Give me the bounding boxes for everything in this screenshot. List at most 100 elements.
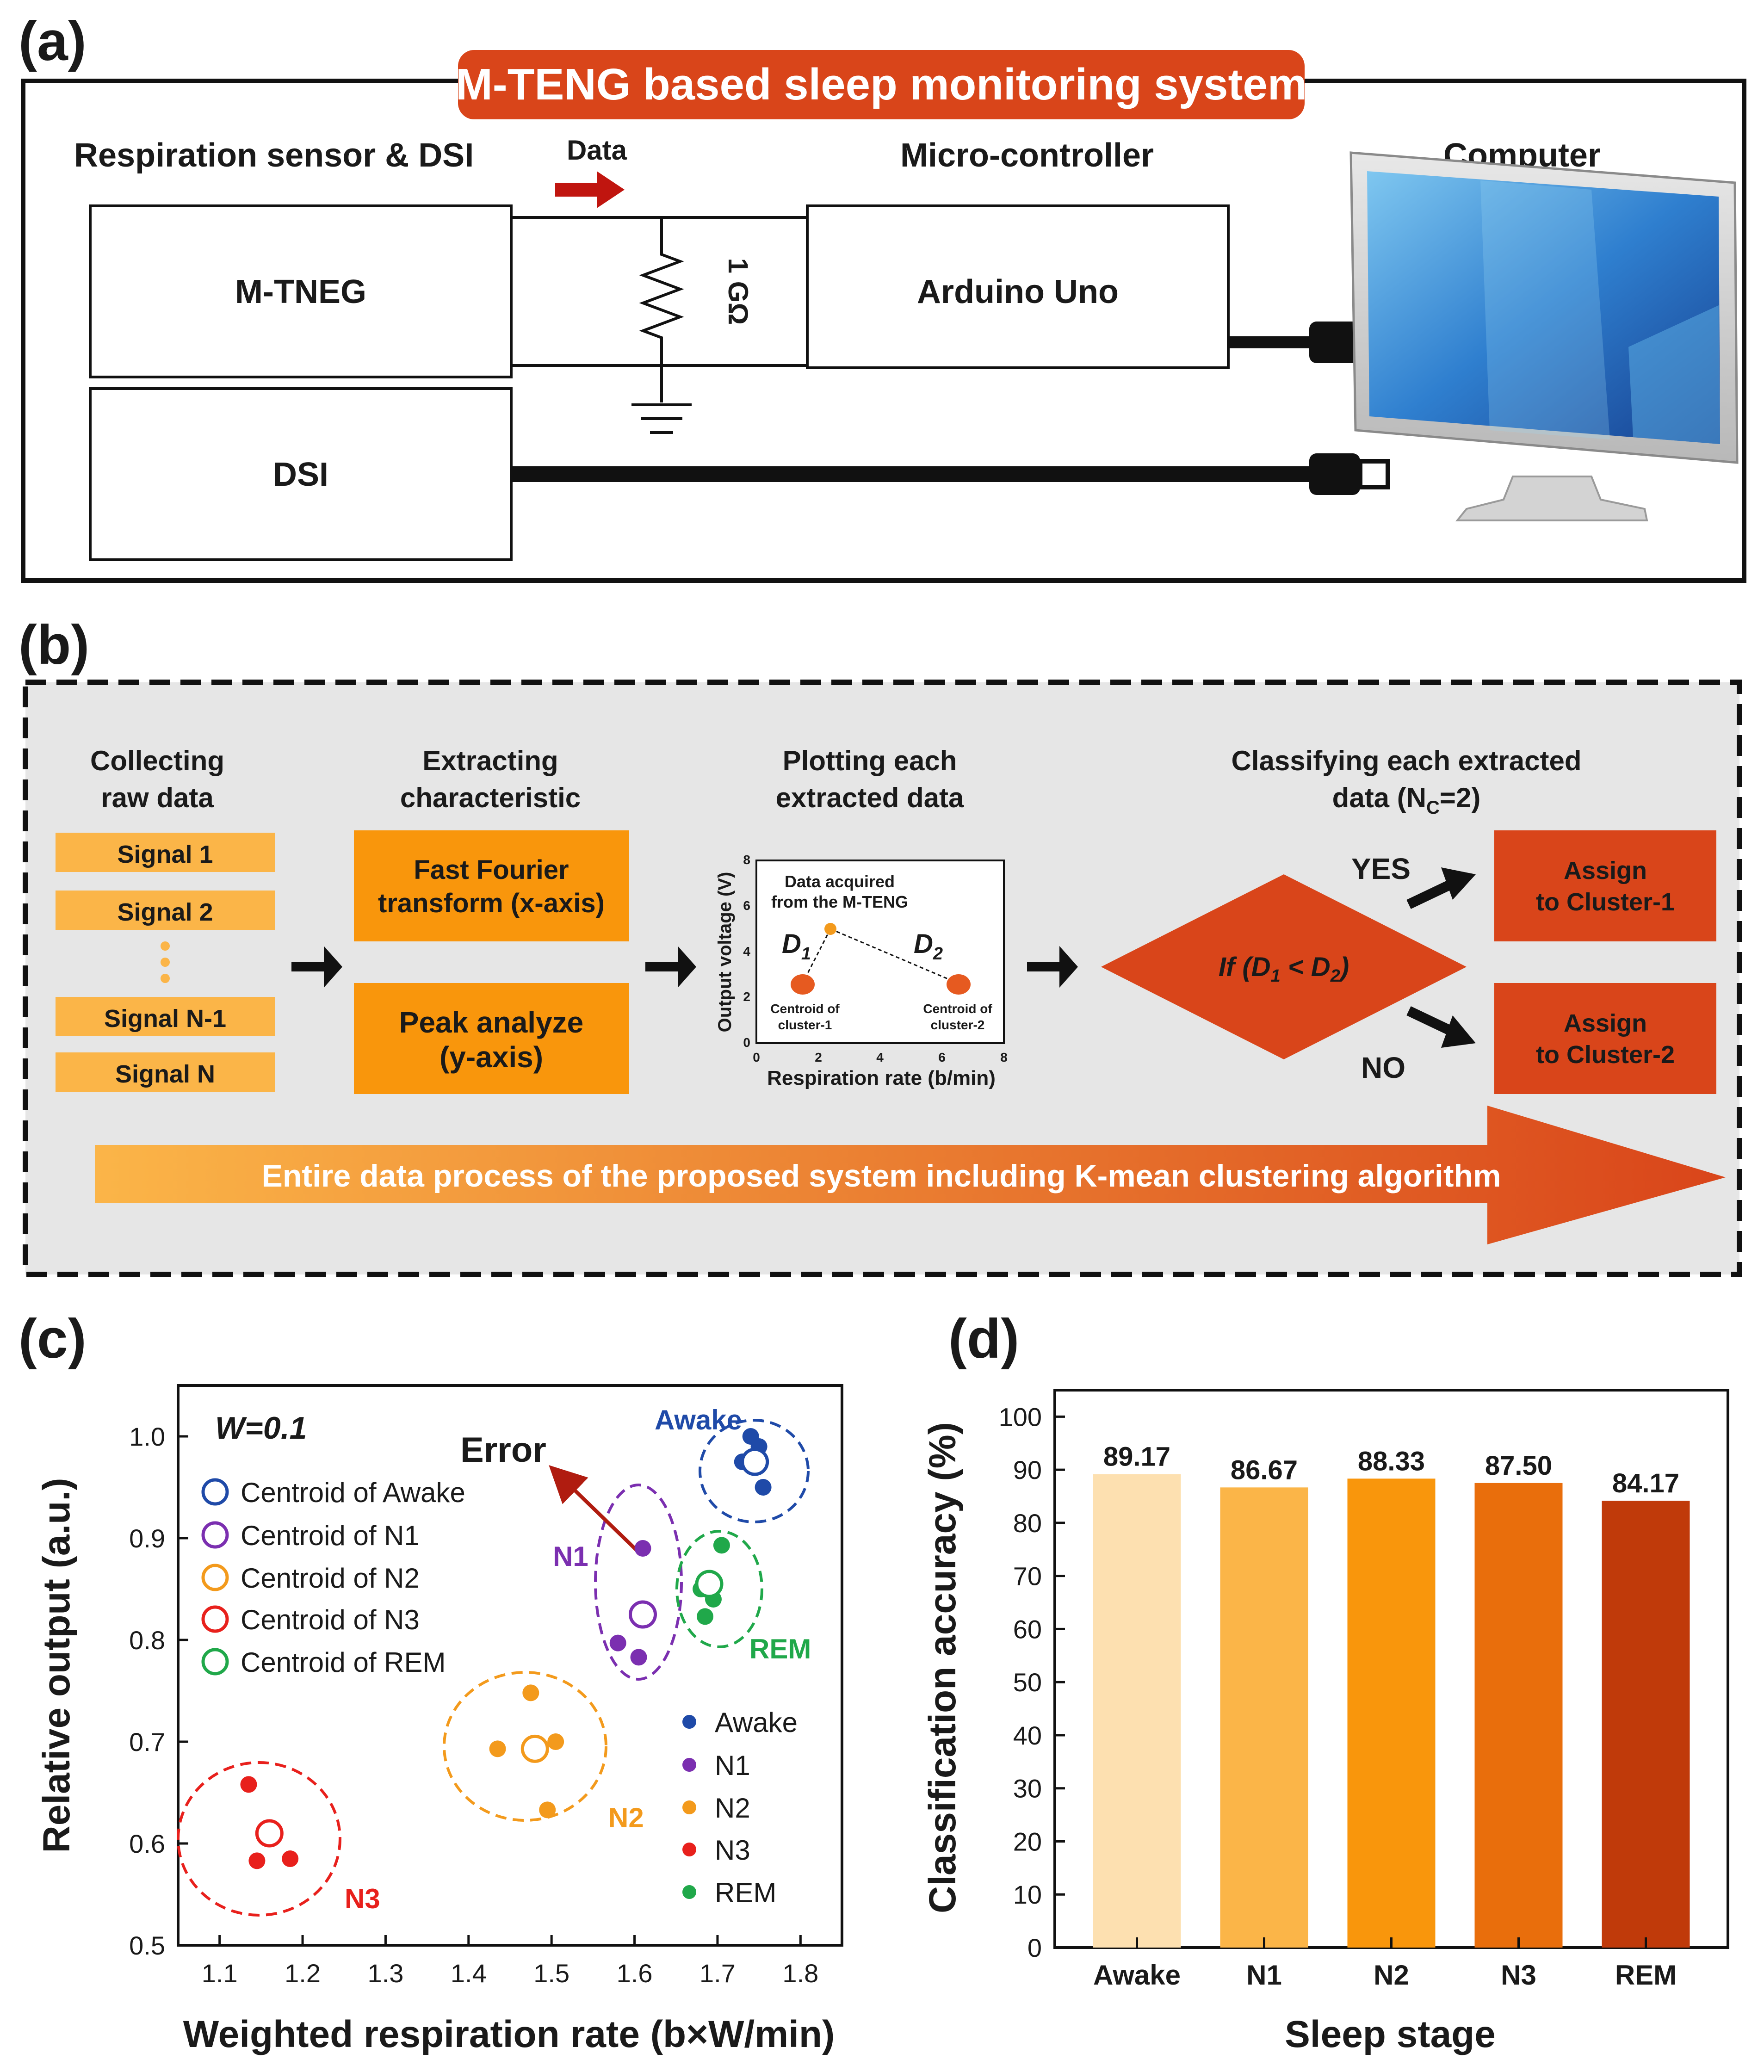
cluster-label-rem: REM <box>749 1633 811 1664</box>
centroid-rem <box>695 1570 724 1598</box>
centroid-awake <box>741 1447 769 1476</box>
x-tick-label: 1.1 <box>202 1959 238 1988</box>
dsi-label: DSI <box>273 456 328 493</box>
bar-n3 <box>1474 1483 1563 1948</box>
x-tick-label: N3 <box>1501 1960 1536 1991</box>
mini-plot-xlabel: Respiration rate (b/min) <box>767 1067 996 1089</box>
bar-n1 <box>1220 1487 1308 1948</box>
sensor-section-label: Respiration sensor & DSI <box>74 137 474 174</box>
y-tick-label: 0.8 <box>129 1626 165 1655</box>
cluster1-line2: to Cluster-1 <box>1536 888 1675 916</box>
mteng-label: M-TNEG <box>235 273 366 310</box>
centroid-legend: Centroid of Awake Centroid of N1 Centroi… <box>201 1477 465 1678</box>
signal-label: Signal N <box>115 1060 215 1088</box>
n2-cluster-outline <box>443 1671 607 1822</box>
system-title: M-TENG based sleep monitoring system <box>456 60 1307 109</box>
mini-plot-note-line2: from the M-TENG <box>771 892 908 911</box>
mini-plot: Output voltage (V) Respiration rate (b/m… <box>715 853 1008 1089</box>
y-tick-label: 100 <box>999 1402 1042 1431</box>
peak-line2: (y-axis) <box>439 1040 543 1074</box>
cluster1-centroid <box>791 974 815 995</box>
scatter-point-n3 <box>248 1852 266 1869</box>
y-tick-label: 0.5 <box>129 1931 165 1960</box>
cluster1-line1: Assign <box>1564 857 1647 884</box>
decision-condition: If (D1 < D2) <box>1219 952 1349 986</box>
x-tick-label: 1.6 <box>617 1959 653 1988</box>
cluster2-caption-line1: Centroid of <box>923 1002 992 1016</box>
resistor-label: 1 GΩ <box>723 258 754 325</box>
scatter-point-n2 <box>522 1684 539 1701</box>
data-arrow-icon <box>555 171 625 208</box>
bar-value-label: 84.17 <box>1612 1468 1679 1498</box>
cluster1-caption-line1: Centroid of <box>770 1002 840 1016</box>
svg-text:8: 8 <box>1000 1050 1008 1064</box>
panel-a-label: (a) <box>19 10 87 72</box>
legend-label: Centroid of N2 <box>241 1563 420 1594</box>
y-tick-label: 0.6 <box>129 1829 165 1858</box>
cluster1-caption-line2: cluster-1 <box>778 1018 832 1032</box>
flow-arrow-icon <box>1027 946 1078 988</box>
scatter-xlabel: Weighted respiration rate (b×W/min) <box>183 2013 835 2055</box>
y-tick-label: 30 <box>1013 1774 1042 1803</box>
scatter-point-n1 <box>630 1649 647 1666</box>
no-label: NO <box>1361 1051 1405 1084</box>
panel-b-label: (b) <box>19 614 89 676</box>
legend-marker <box>201 1521 229 1549</box>
n1-cluster-outline <box>594 1484 683 1681</box>
mini-plot-yticks: 0 2 4 6 8 <box>743 853 750 1050</box>
x-tick-label: Awake <box>1093 1960 1181 1991</box>
d2-label: D2 <box>914 929 943 964</box>
error-label: Error <box>460 1430 546 1470</box>
w-label: W=0.1 <box>215 1410 307 1446</box>
y-tick-label: 0.7 <box>129 1727 165 1757</box>
panel-a: (a) M-TENG based sleep monitoring system… <box>19 10 1746 583</box>
cluster-label-n2: N2 <box>608 1802 644 1833</box>
scatter-ylabel: Relative output (a.u.) <box>36 1478 78 1853</box>
data-label: Data <box>567 135 627 166</box>
scatter-point-rem <box>713 1537 730 1554</box>
signal-box <box>56 1052 275 1092</box>
step2-title-line1: Extracting <box>422 745 558 776</box>
x-tick-label: 1.5 <box>533 1959 569 1988</box>
decision-diamond <box>1101 874 1467 1059</box>
legend-label: N1 <box>715 1750 750 1781</box>
signal-box <box>56 997 275 1036</box>
flow-arrow-icon <box>291 946 342 988</box>
ellipsis-dots <box>161 941 170 983</box>
scatter-frame <box>177 1384 843 1947</box>
x-tick-label: 1.2 <box>285 1959 321 1988</box>
flow-arrow-icon <box>645 946 696 988</box>
mini-plot-ylabel: Output voltage (V) <box>715 872 735 1033</box>
svg-text:6: 6 <box>938 1050 946 1064</box>
legend-marker <box>201 1605 229 1633</box>
peak-line1: Peak analyze <box>399 1006 584 1039</box>
bar-value-label: 86.67 <box>1231 1455 1298 1485</box>
cluster-label-n3: N3 <box>345 1883 380 1914</box>
signal-label: Signal 2 <box>117 898 213 926</box>
legend-dot <box>682 1843 696 1856</box>
y-tick-label: 1.0 <box>129 1422 165 1451</box>
points-legend: Awake N1 N2 N3 REM <box>682 1707 798 1908</box>
legend-label: Awake <box>715 1707 798 1738</box>
legend-label: Centroid of N3 <box>241 1604 420 1635</box>
bar-n2 <box>1347 1478 1436 1948</box>
arduino-box <box>806 204 1230 369</box>
x-tick-label: N1 <box>1246 1960 1282 1991</box>
usb-plug-icon <box>1309 453 1390 495</box>
legend-label: Centroid of REM <box>241 1647 446 1678</box>
distance-d2-line <box>830 928 958 984</box>
n3-cluster-outline <box>177 1761 341 1917</box>
fft-box <box>354 830 629 941</box>
yes-arrow-icon <box>1441 867 1476 900</box>
fft-line1: Fast Fourier <box>414 855 569 885</box>
legend-label: Centroid of Awake <box>241 1477 465 1508</box>
bar-awake <box>1093 1474 1181 1948</box>
scatter-point-n3 <box>282 1850 299 1867</box>
controller-section-label: Micro-controller <box>900 137 1154 174</box>
centroid-n1 <box>629 1600 657 1629</box>
y-tick-label: 60 <box>1013 1614 1042 1644</box>
svg-text:4: 4 <box>743 944 750 959</box>
svg-text:4: 4 <box>876 1050 884 1064</box>
scatter-point-n1 <box>609 1634 626 1651</box>
